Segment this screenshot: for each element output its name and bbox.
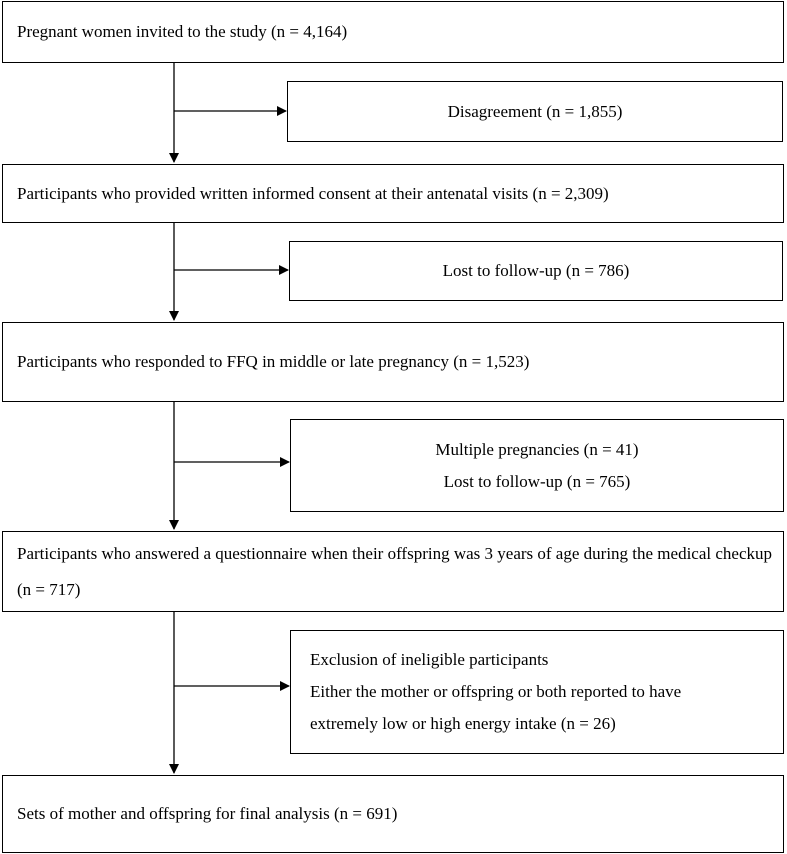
exclusion-line: Disagreement (n = 1,855) bbox=[447, 101, 623, 121]
step-label-ffq: Participants who responded to FFQ in mid… bbox=[17, 352, 530, 371]
exclusion-line: Exclusion of ineligible participants bbox=[310, 650, 549, 669]
step-label-questionnaire: Participants who answered a questionnair… bbox=[17, 543, 772, 599]
exclusion-line: Multiple pregnancies (n = 41) bbox=[435, 439, 639, 459]
exclusion-box-lost-followup-1: Lost to follow-up (n = 786) bbox=[289, 241, 783, 301]
exclusion-line: Lost to follow-up (n = 786) bbox=[442, 261, 630, 280]
exclusion-line: Either the mother or offspring or both r… bbox=[310, 682, 682, 701]
step-label-invited: Pregnant women invited to the study (n =… bbox=[17, 22, 348, 41]
step-label-consent: Participants who provided written inform… bbox=[17, 183, 609, 203]
exclusion-box-disagreement: Disagreement (n = 1,855) bbox=[287, 81, 783, 142]
step-label-final-analysis: Sets of mother and offspring for final a… bbox=[17, 804, 398, 823]
exclusion-box-multiple-pregnancies: Multiple pregnancies (n = 41) Lost to fo… bbox=[290, 419, 784, 512]
step-box-ffq: Participants who responded to FFQ in mid… bbox=[2, 322, 784, 402]
exclusion-line: extremely low or high energy intake (n =… bbox=[310, 714, 616, 733]
exclusion-box-ineligible: Exclusion of ineligible participants Eit… bbox=[290, 630, 784, 754]
step-box-final-analysis: Sets of mother and offspring for final a… bbox=[2, 775, 784, 853]
step-box-questionnaire: Participants who answered a questionnair… bbox=[2, 531, 784, 612]
step-box-consent: Participants who provided written inform… bbox=[2, 164, 784, 223]
exclusion-line: Lost to follow-up (n = 765) bbox=[443, 471, 631, 491]
step-box-invited: Pregnant women invited to the study (n =… bbox=[2, 1, 784, 63]
